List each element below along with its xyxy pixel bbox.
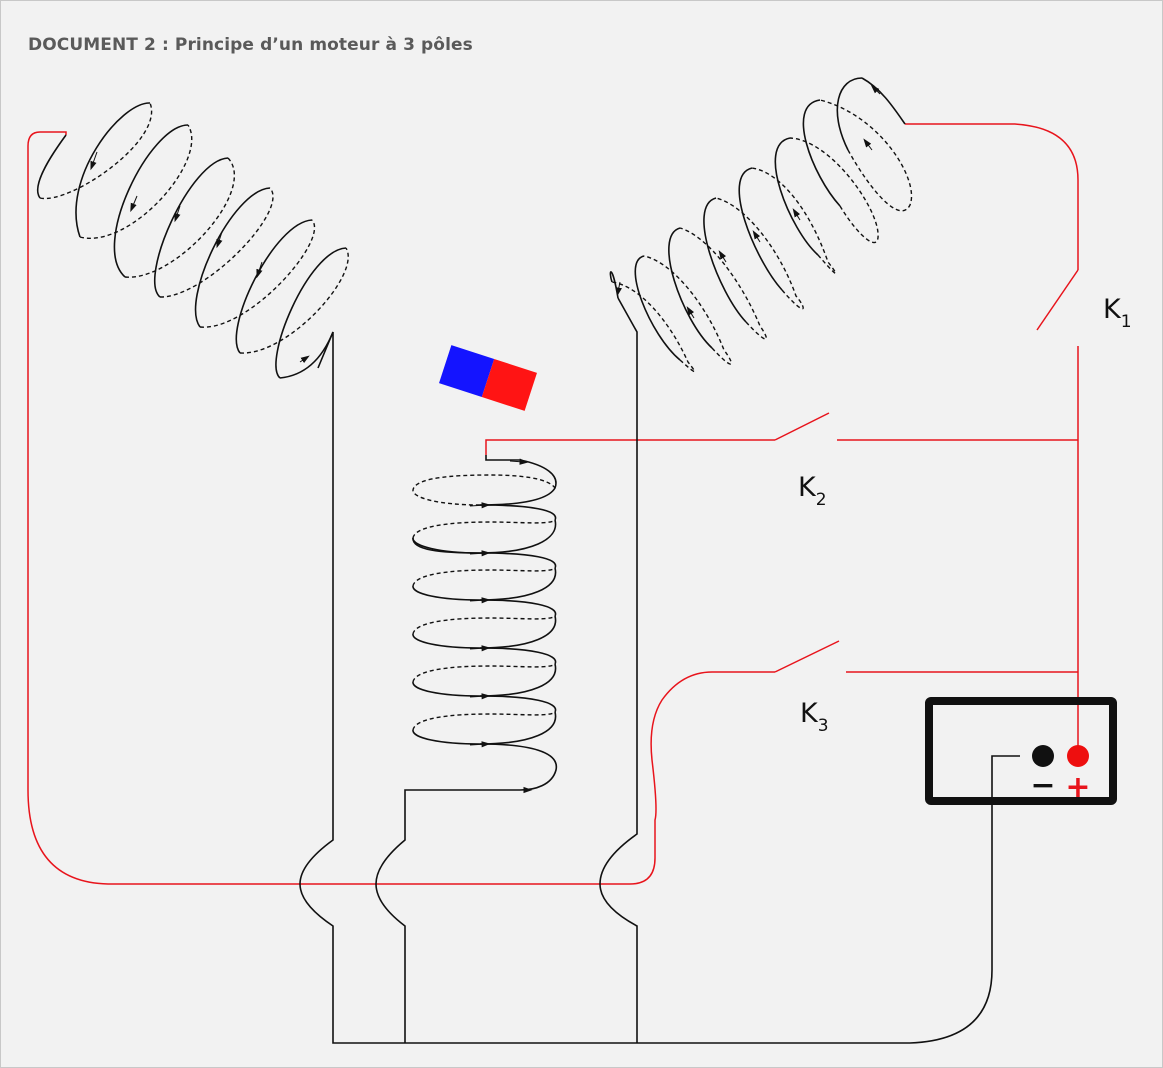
magnet-north [439,345,495,398]
battery-negative-sign: − [1030,768,1055,803]
battery-positive-sign: + [1065,770,1090,805]
document-title: DOCUMENT 2 : Principe d’un moteur à 3 pô… [28,35,473,55]
coil-middle [412,455,557,794]
wire-middle-coil-down [375,789,520,1043]
wire-k1-top [905,123,1079,270]
magnet [439,345,537,411]
battery: − + [925,697,1117,805]
switch-k2-label: K2 [798,472,827,510]
wire-left-coil-down [299,331,1020,1044]
wire-k2-left [485,439,775,455]
battery-negative-terminal [1032,745,1054,767]
battery-positive-terminal [1067,745,1089,767]
switch-k3-blade [774,640,840,673]
magnet-south [481,358,537,411]
switch-k1-label: K1 [1103,294,1132,332]
wire-left-coil-return [27,131,775,885]
coil-left [37,102,349,379]
switch-k2-blade [774,412,830,441]
switch-k1-blade [1036,269,1079,331]
coil-right [609,77,913,373]
switch-k3-label: K3 [800,698,829,736]
wire-right-coil-down [599,297,638,1043]
